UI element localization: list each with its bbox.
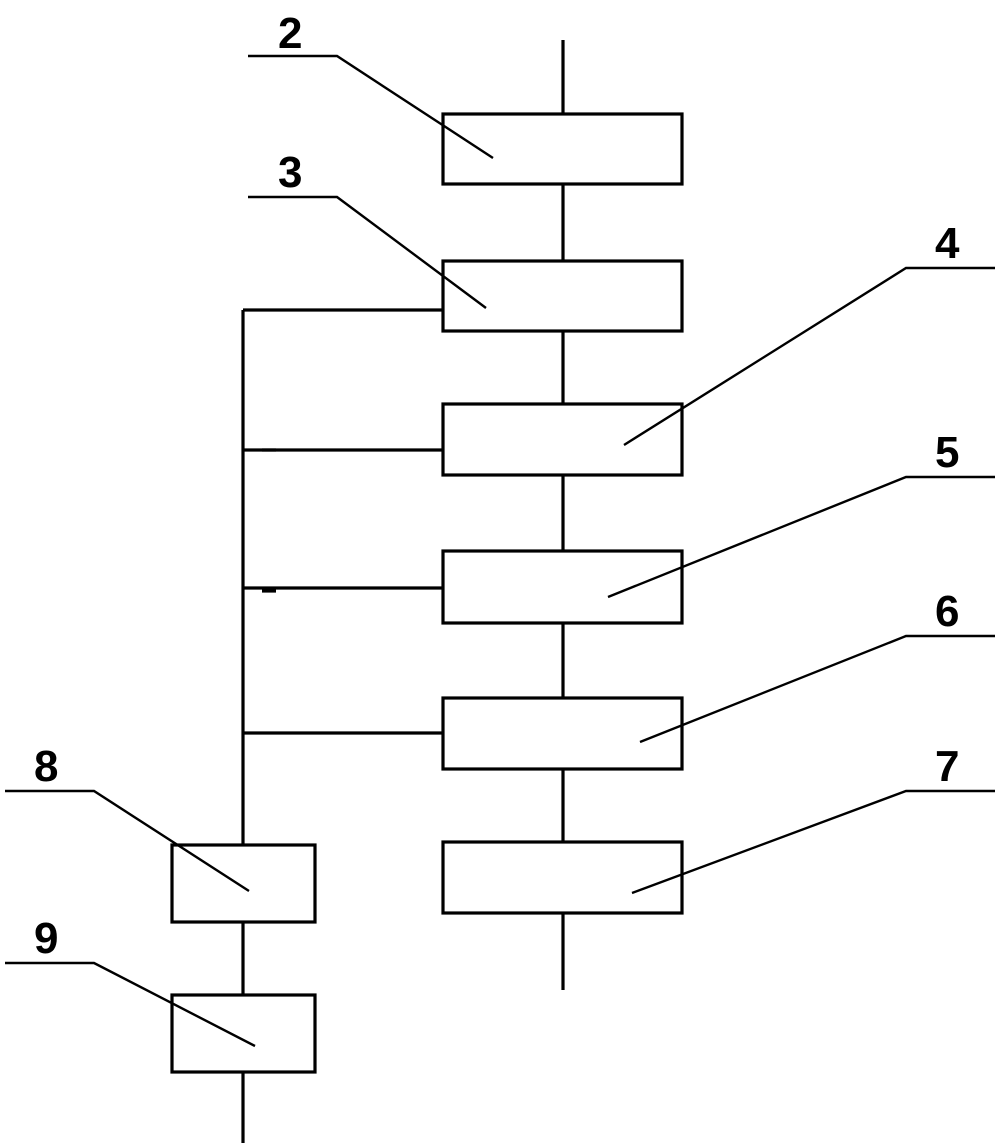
leader-line-8 [5, 789, 250, 893]
leader-line-5 [607, 475, 995, 599]
leader-line-9 [5, 961, 256, 1048]
box-5 [441, 549, 684, 625]
box-2 [441, 112, 684, 186]
box-4 [441, 402, 684, 477]
label-6: 6 [935, 587, 959, 636]
label-5: 5 [935, 428, 959, 477]
label-7: 7 [935, 742, 959, 791]
box-6 [441, 696, 684, 771]
label-2: 2 [278, 9, 302, 58]
box-7 [441, 840, 684, 915]
label-3: 3 [278, 148, 302, 197]
leader-line-7 [631, 789, 995, 895]
label-4: 4 [935, 219, 960, 268]
label-9: 9 [34, 914, 58, 963]
label-8: 8 [34, 742, 58, 791]
leader-line-2 [248, 54, 494, 160]
box-3 [441, 259, 684, 333]
box-9 [170, 993, 317, 1074]
leader-line-3 [248, 195, 487, 309]
leader-line-4 [623, 266, 995, 447]
leader-line-6 [639, 634, 995, 744]
